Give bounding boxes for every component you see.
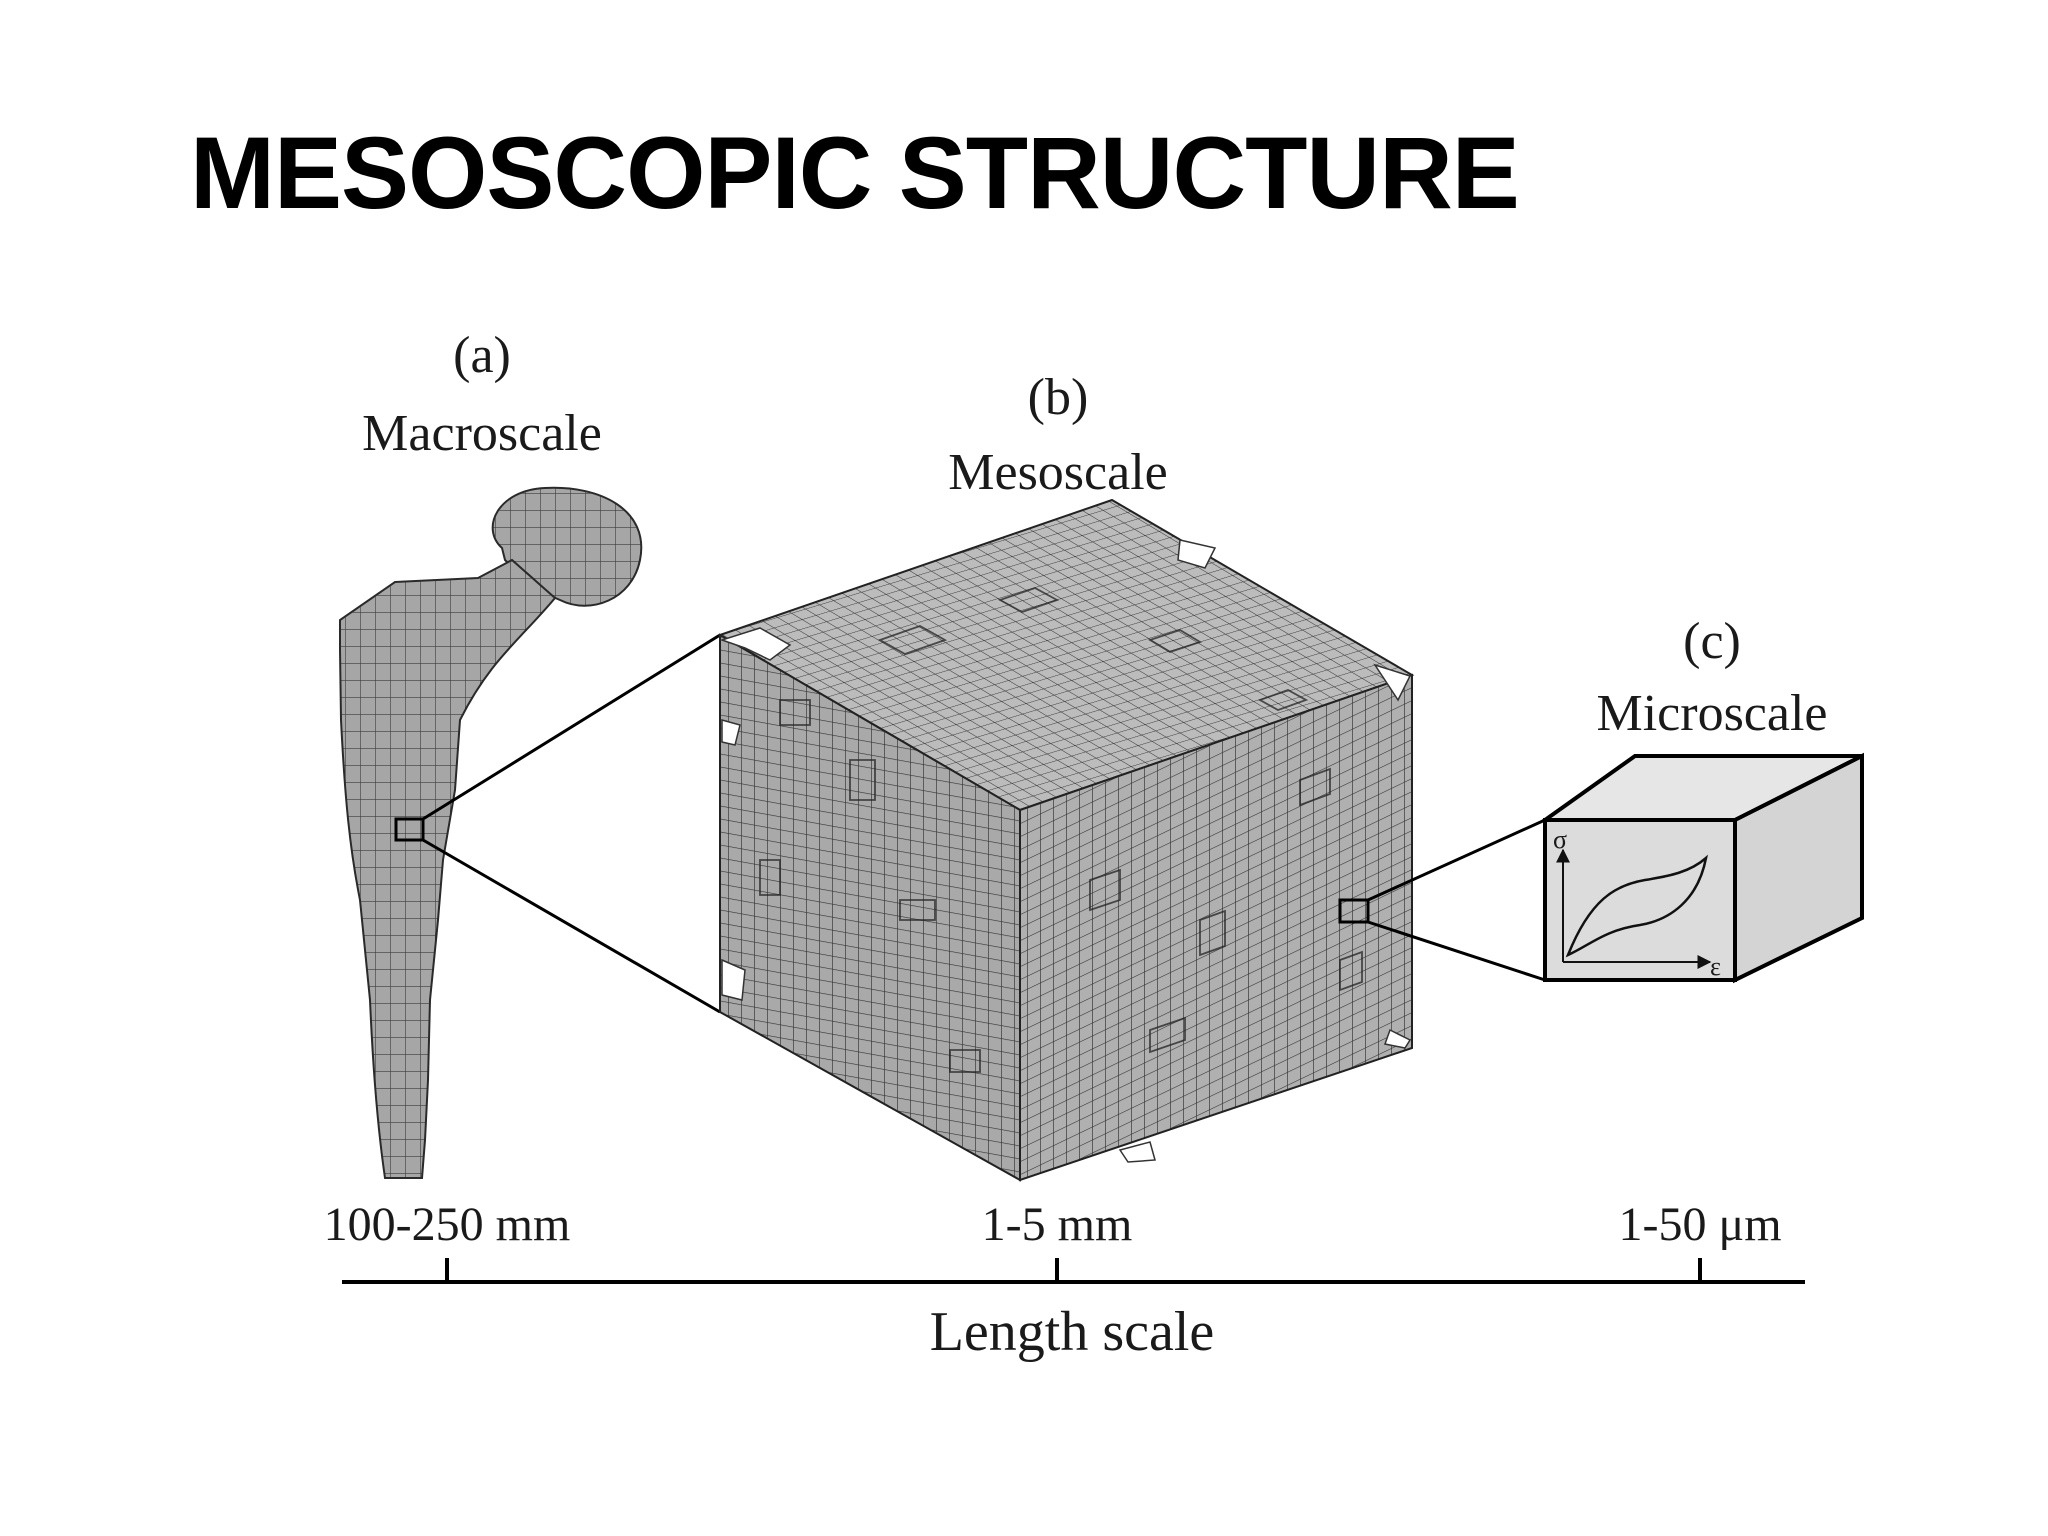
panel-a-letter: (a) <box>453 327 511 384</box>
scale-tick-label-micro: 1-50 μm <box>1618 1198 1781 1251</box>
macro-zoom-box <box>394 817 425 842</box>
panel-b-letter: (b) <box>1028 369 1089 426</box>
zoom-line-a-top <box>422 633 721 821</box>
hysteresis-loop <box>1565 854 1708 958</box>
panel-c-name: Microscale <box>1596 685 1827 742</box>
microscale-box: σ ε <box>1538 752 1864 984</box>
cube-right-face <box>1019 673 1413 1182</box>
sigma-symbol: σ <box>1553 825 1567 854</box>
micro-box-front <box>1543 818 1737 982</box>
length-scale-axis: 100-250 mm 1-5 mm 1-50 μm Length scale <box>324 1198 1805 1363</box>
epsilon-symbol: ε <box>1710 952 1721 981</box>
scale-tick-label-meso: 1-5 mm <box>982 1198 1133 1251</box>
scale-tick-label-macro: 100-250 mm <box>324 1198 571 1251</box>
zoom-line-b-top <box>1367 818 1546 902</box>
mesoscale-voxel-cube <box>717 498 1415 1182</box>
panel-b-name: Mesoscale <box>948 444 1167 501</box>
slide-title: MESOSCOPIC STRUCTURE <box>190 116 1520 230</box>
implant-stem <box>339 558 557 1179</box>
zoom-line-b-bottom <box>1367 920 1546 982</box>
scale-axis-title: Length scale <box>930 1301 1215 1363</box>
femur-implant-mesh <box>339 486 643 1179</box>
panel-c-letter: (c) <box>1683 613 1741 670</box>
meso-zoom-box <box>1338 898 1370 924</box>
panel-a-name: Macroscale <box>362 405 602 462</box>
zoom-line-a-bottom <box>422 838 721 1014</box>
